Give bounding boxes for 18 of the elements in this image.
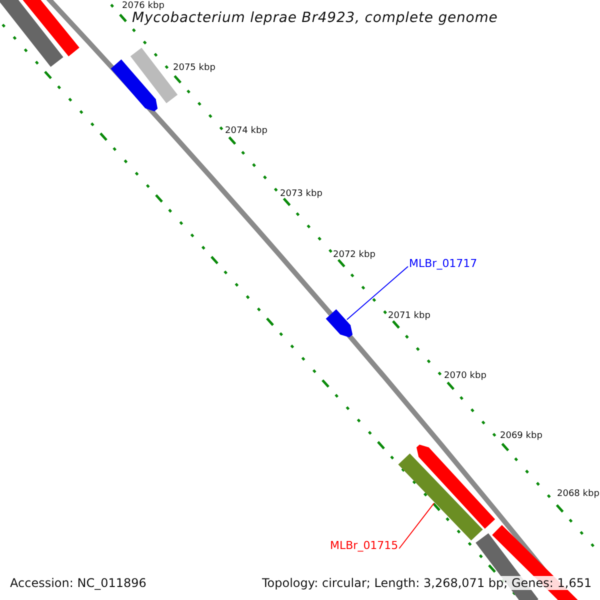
gene-bar xyxy=(398,454,483,540)
genome-summary: Topology: circular; Length: 3,268,071 bp; Genes: 1,651 xyxy=(262,576,592,590)
scale-label: 2074 kbp xyxy=(225,127,268,136)
gene-arrow xyxy=(326,309,353,338)
scale-label: 2076 kbp xyxy=(122,2,164,11)
leader-line xyxy=(346,266,408,320)
scale-label: 2071 kbp xyxy=(388,312,430,321)
scale-label: 2073 kbp xyxy=(280,190,322,199)
scale-label: 2069 kbp xyxy=(500,432,542,441)
scale-label: 2075 kbp xyxy=(173,64,216,73)
gene-label: MLBr_01717 xyxy=(409,258,478,269)
gene-label: MLBr_01715 xyxy=(330,540,398,551)
scale-label: 2072 kbp xyxy=(333,251,376,260)
diagram-title: Mycobacterium leprae Br4923, complete genome xyxy=(132,11,498,25)
scale-label: 2070 kbp xyxy=(444,372,486,381)
scale-label: 2068 kbp xyxy=(557,490,600,499)
accession-text: Accession: NC_011896 xyxy=(10,576,146,590)
leader-line xyxy=(398,502,434,549)
